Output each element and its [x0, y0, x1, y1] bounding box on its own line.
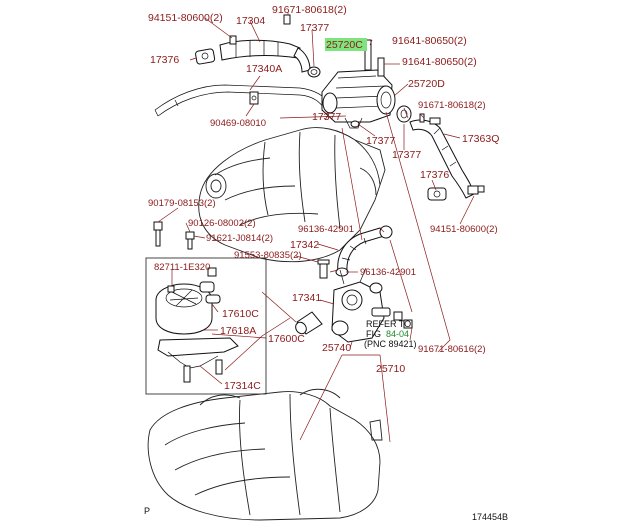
label-91553-80835[interactable]: 91553-80835(2): [234, 250, 302, 261]
label-17377-mid2[interactable]: 17377: [366, 135, 395, 147]
hose-17340a-drawing: [154, 84, 331, 117]
label-25720d[interactable]: 25720D: [408, 78, 445, 90]
label-91671-80616[interactable]: 91671-80616(2): [418, 344, 486, 355]
refer-line3: (PNC 89421): [364, 339, 417, 349]
label-91671-80618-right[interactable]: 91671-80618(2): [418, 100, 486, 111]
label-94151-80600-top[interactable]: 94151-80600(2): [148, 12, 223, 24]
label-17314c[interactable]: 17314C: [224, 380, 261, 392]
air-pump-drawing: [155, 281, 239, 383]
refer-note: REFER TO FIG 84-04 (PNC 89421): [364, 319, 417, 349]
label-91621-j0814[interactable]: 91621-J0814(2): [206, 233, 273, 244]
label-17600c[interactable]: 17600C: [268, 333, 305, 345]
air-pump-box: [145, 257, 267, 395]
label-94151-80600-right[interactable]: 94151-80600(2): [430, 224, 498, 235]
intake-manifold-drawing: [198, 127, 386, 263]
label-90126-08002[interactable]: 90126-08002(2): [188, 218, 256, 229]
label-91671-80618-top[interactable]: 91671-80618(2): [272, 4, 347, 16]
part-labels: 94151-80600(2) 17304 91671-80618(2) 1737…: [148, 4, 499, 392]
label-17341[interactable]: 17341: [292, 292, 321, 304]
label-17377-top[interactable]: 17377: [300, 22, 329, 34]
hose-17342-drawing: [317, 225, 393, 279]
label-17377-mid[interactable]: 17377: [312, 111, 341, 123]
label-17304[interactable]: 17304: [236, 15, 265, 27]
label-91641-80650-b[interactable]: 91641-80650(2): [402, 56, 477, 68]
label-17618a[interactable]: 17618A: [220, 325, 256, 337]
label-17340a[interactable]: 17340A: [246, 63, 282, 75]
label-25720c[interactable]: 25720C: [326, 39, 363, 51]
pipe-17304-drawing: [195, 14, 321, 78]
drawing-number: 174454B: [472, 512, 508, 522]
engine-block-drawing: [147, 388, 383, 521]
label-17342[interactable]: 17342: [290, 239, 319, 251]
label-91641-80650-a[interactable]: 91641-80650(2): [392, 35, 467, 47]
label-17376-top[interactable]: 17376: [150, 54, 179, 66]
refer-fig-link[interactable]: 84-04: [386, 329, 409, 339]
highlight-25720c: [325, 38, 367, 51]
label-25740[interactable]: 25740: [322, 342, 351, 354]
valve-25740-drawing: [331, 267, 413, 343]
refer-line1: REFER TO: [366, 319, 411, 329]
label-17363q[interactable]: 17363Q: [462, 133, 499, 145]
label-17376-right[interactable]: 17376: [420, 169, 449, 181]
leader-lines: [157, 12, 475, 443]
hose-17610c-drawing: [295, 311, 323, 335]
label-90469-08010[interactable]: 90469-08010: [210, 118, 266, 129]
label-17610c[interactable]: 17610C: [222, 308, 259, 320]
bolts-left-drawing: [153, 221, 217, 277]
label-25710[interactable]: 25710: [376, 363, 405, 375]
label-96136-42901-a[interactable]: 96136-42901: [298, 224, 354, 235]
pipe-17363q-drawing: [409, 113, 485, 201]
label-90179-08153[interactable]: 90179-08153(2): [148, 198, 216, 209]
label-17377-right[interactable]: 17377: [392, 149, 421, 161]
valve-25720c-drawing: [321, 39, 412, 129]
refer-line2: FIG: [366, 329, 381, 339]
label-82711-1e320[interactable]: 82711-1E320: [154, 262, 210, 273]
label-96136-42901-b[interactable]: 96136-42901: [360, 267, 416, 278]
corner-letter: P: [144, 506, 150, 516]
